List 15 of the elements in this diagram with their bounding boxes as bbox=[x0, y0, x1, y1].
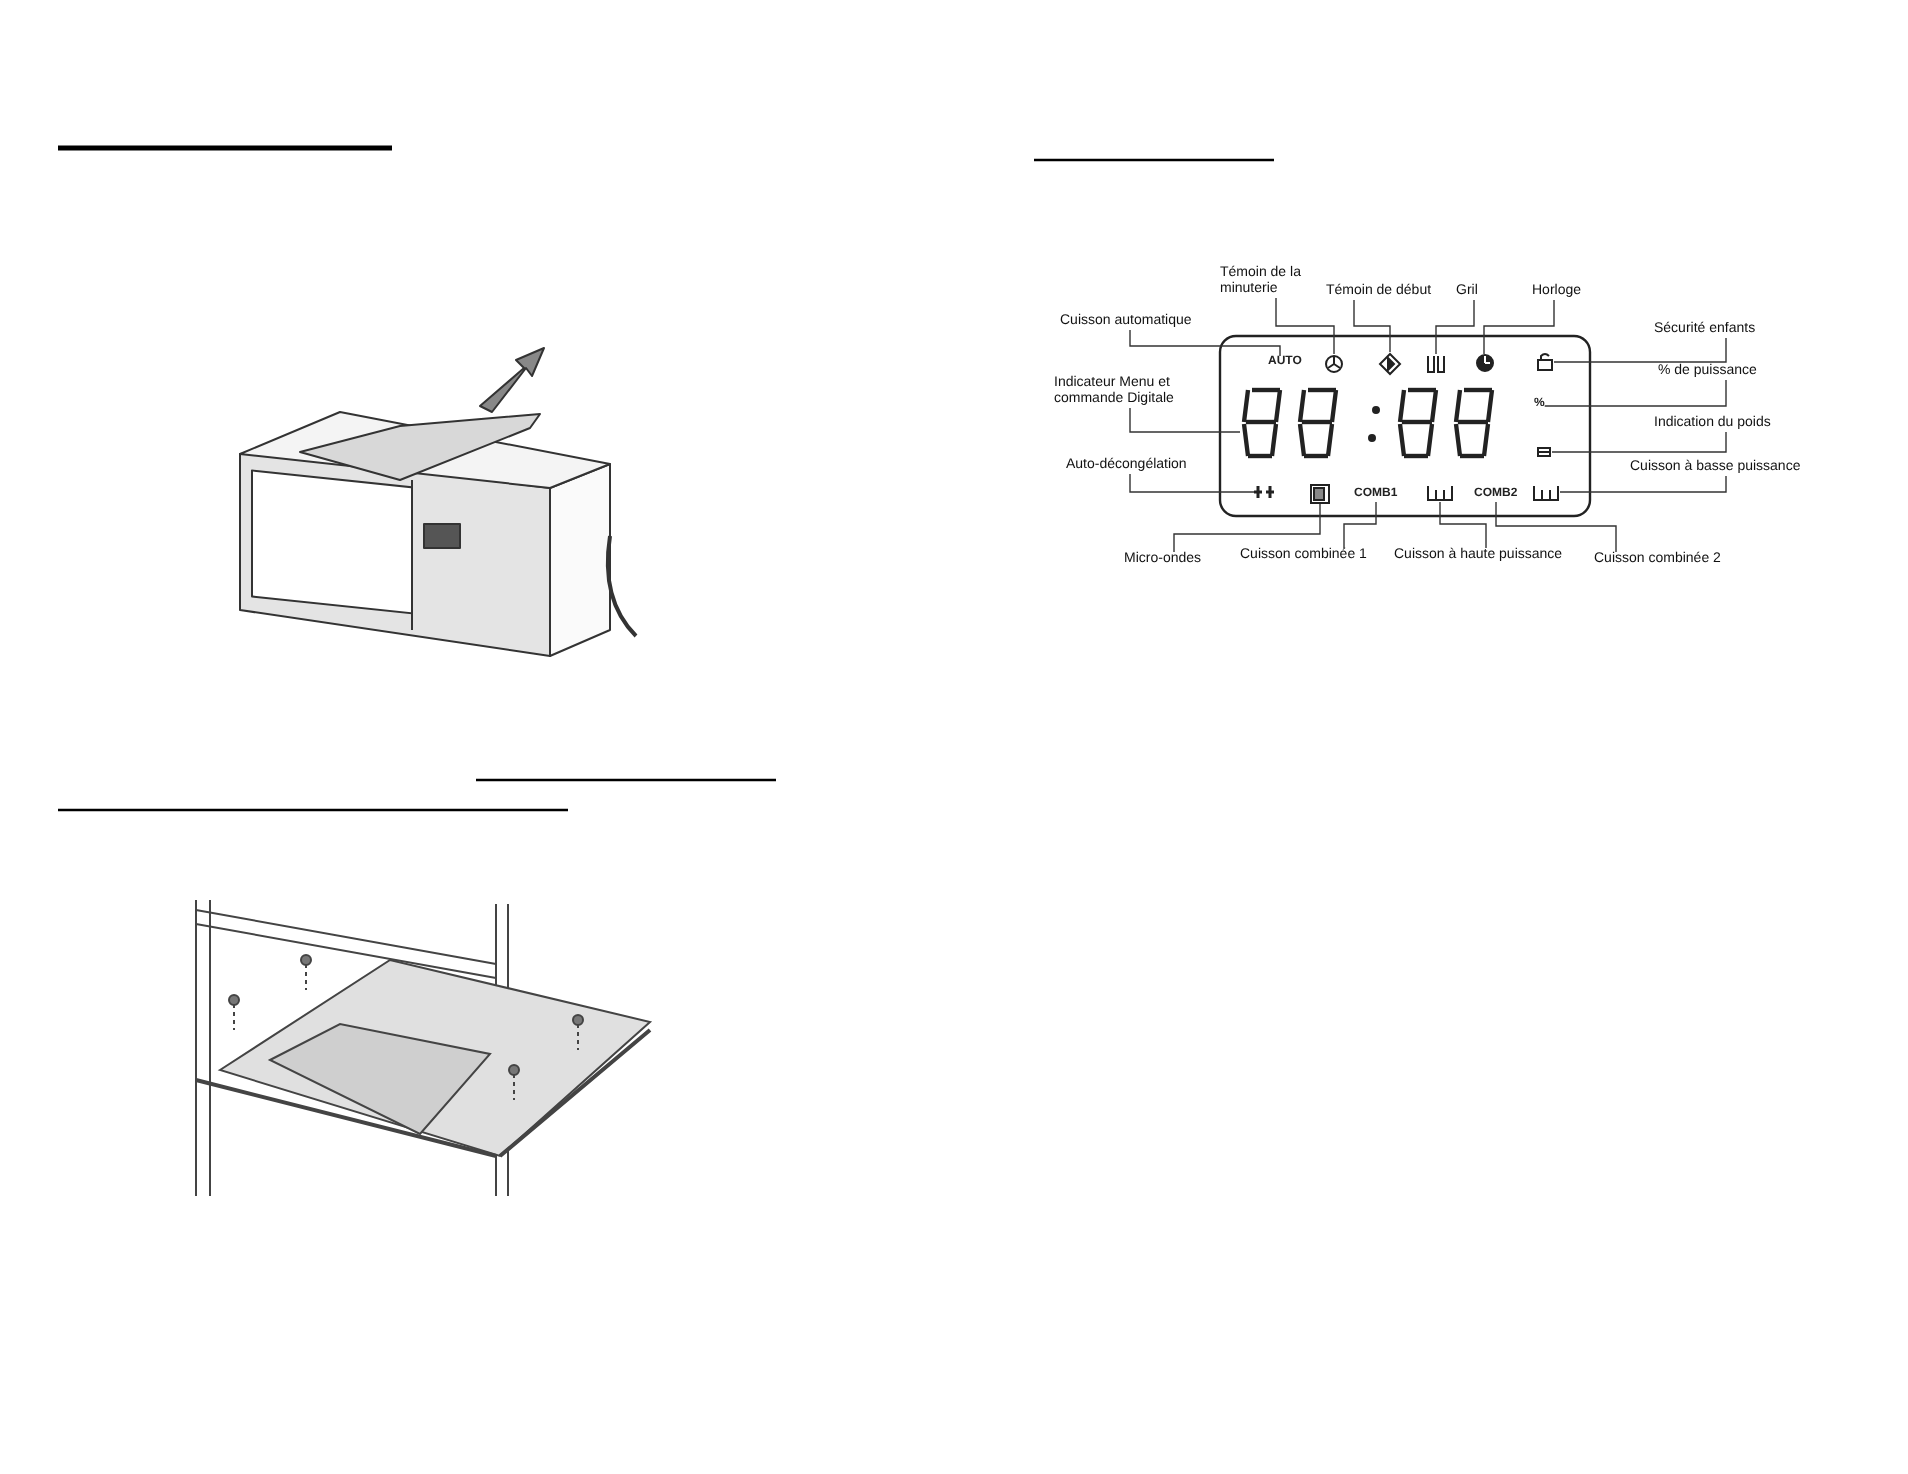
leader-line bbox=[1495, 501, 1617, 553]
leader-line bbox=[1553, 337, 1727, 363]
leader-line bbox=[1343, 501, 1377, 549]
leader-line bbox=[1353, 299, 1391, 353]
leader-line bbox=[1435, 299, 1475, 355]
leader-line bbox=[1129, 473, 1255, 493]
leader-line bbox=[1483, 299, 1555, 355]
leader-line bbox=[1544, 379, 1727, 407]
leader-line bbox=[1129, 329, 1281, 357]
leader-line bbox=[1275, 297, 1335, 355]
leader-line bbox=[1551, 431, 1727, 453]
leader-line bbox=[1559, 475, 1727, 493]
leader-line bbox=[1129, 407, 1241, 433]
leader-line bbox=[1439, 501, 1487, 549]
leader-line bbox=[1173, 503, 1321, 553]
